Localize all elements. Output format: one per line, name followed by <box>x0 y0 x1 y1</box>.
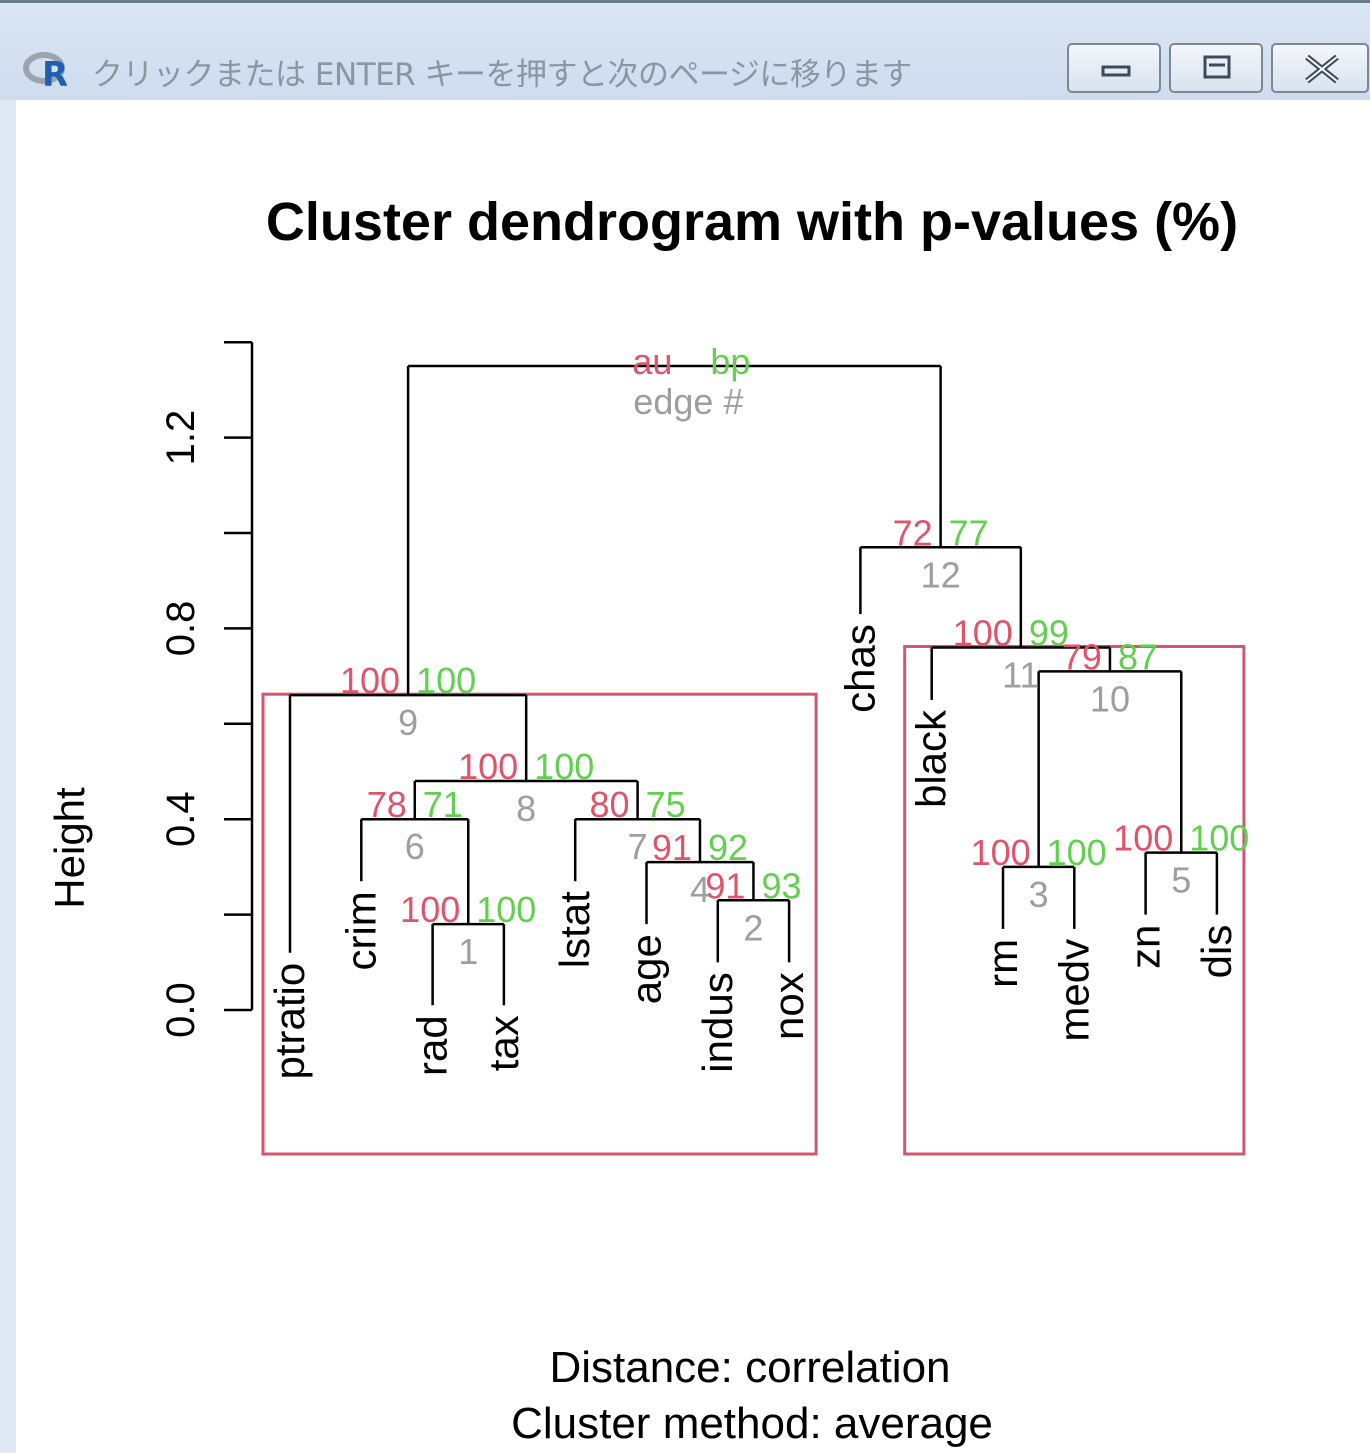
au-value: 100 <box>953 612 1013 653</box>
r-logo-icon: R <box>23 52 68 92</box>
edge-number: 11 <box>1002 654 1039 695</box>
bp-value: 100 <box>1189 818 1249 859</box>
subtitle-method: Cluster method: average <box>511 1399 993 1448</box>
plot-area: Cluster dendrogram with p-values (%) Hei… <box>16 100 1370 1453</box>
subtitle-distance: Distance: correlation <box>549 1343 950 1392</box>
edge-number: 10 <box>1090 678 1130 719</box>
au-value: 100 <box>458 746 518 787</box>
legend-edge: edge # <box>633 381 743 422</box>
chart-title: Cluster dendrogram with p-values (%) <box>266 192 1238 252</box>
leaf-label: black <box>908 709 955 808</box>
cluster-highlight-box <box>261 692 818 1156</box>
close-icon <box>1305 54 1339 84</box>
au-value: 91 <box>652 827 692 868</box>
leaf-label: lstat <box>551 891 598 968</box>
bp-value: 71 <box>423 784 463 825</box>
y-tick-label: 0.0 <box>159 982 203 1038</box>
edge-number: 9 <box>398 702 418 743</box>
close-button[interactable] <box>1271 43 1369 93</box>
bp-value: 100 <box>534 746 594 787</box>
bp-value: 100 <box>416 660 476 701</box>
leaf-label: zn <box>1122 925 1169 969</box>
legend-bp: bp <box>710 341 750 382</box>
leaf-label: nox <box>765 972 812 1040</box>
au-value: 100 <box>971 832 1031 873</box>
window-title: クリックまたは ENTER キーを押すと次のページに移ります <box>92 57 912 93</box>
au-value: 100 <box>1113 818 1173 859</box>
edge-number: 4 <box>690 869 710 910</box>
maximize-button[interactable] <box>1169 43 1263 93</box>
leaf-label: crim <box>337 891 384 970</box>
svg-text:R: R <box>42 55 68 92</box>
maximize-icon <box>1203 55 1231 79</box>
bp-value: 99 <box>1029 612 1069 653</box>
au-value: 91 <box>705 865 745 906</box>
leaf-label: rm <box>979 939 1026 988</box>
y-axis-label: Height <box>46 787 93 909</box>
edge-number: 8 <box>516 788 536 829</box>
leaf-label: chas <box>836 624 883 713</box>
au-value: 79 <box>1062 636 1102 677</box>
bp-value: 92 <box>708 827 748 868</box>
edge-number: 1 <box>458 931 478 972</box>
leaf-label: indus <box>694 972 741 1072</box>
au-value: 72 <box>893 512 933 553</box>
au-value: 80 <box>590 784 630 825</box>
y-tick-label: 1.2 <box>159 410 203 466</box>
edge-number: 5 <box>1171 860 1191 901</box>
edge-number: 6 <box>405 826 425 867</box>
dendrogram-chart: Cluster dendrogram with p-values (%) Hei… <box>46 192 1249 1448</box>
bp-value: 77 <box>949 512 989 553</box>
bp-value: 87 <box>1118 636 1158 677</box>
bp-value: 75 <box>646 784 686 825</box>
y-axis: 0.0 0.4 0.8 1.2 <box>159 340 254 1038</box>
au-value: 100 <box>400 889 460 930</box>
leaf-label: ptratio <box>266 963 313 1080</box>
title-bar[interactable]: R クリックまたは ENTER キーを押すと次のページに移ります <box>0 0 1370 100</box>
leaf-label: tax <box>480 1015 527 1071</box>
edge-number: 7 <box>628 826 648 867</box>
leaf-label: dis <box>1193 925 1240 979</box>
au-value: 78 <box>367 784 407 825</box>
minimize-icon <box>1101 65 1131 77</box>
bp-value: 93 <box>761 865 801 906</box>
dendrogram-branches <box>288 364 1219 1006</box>
y-tick-label: 0.8 <box>159 601 203 657</box>
bp-value: 100 <box>1047 832 1107 873</box>
minimize-button[interactable] <box>1067 43 1161 93</box>
edge-number: 3 <box>1029 874 1049 915</box>
edge-number: 2 <box>743 907 763 948</box>
leaf-label: rad <box>409 1015 456 1076</box>
leaf-label: medv <box>1050 939 1097 1042</box>
y-tick-label: 0.4 <box>159 791 203 847</box>
au-value: 100 <box>340 660 400 701</box>
bp-value: 100 <box>476 889 536 930</box>
edge-number: 12 <box>921 554 961 595</box>
legend-au: au <box>632 341 672 382</box>
leaf-label: age <box>623 934 670 1004</box>
